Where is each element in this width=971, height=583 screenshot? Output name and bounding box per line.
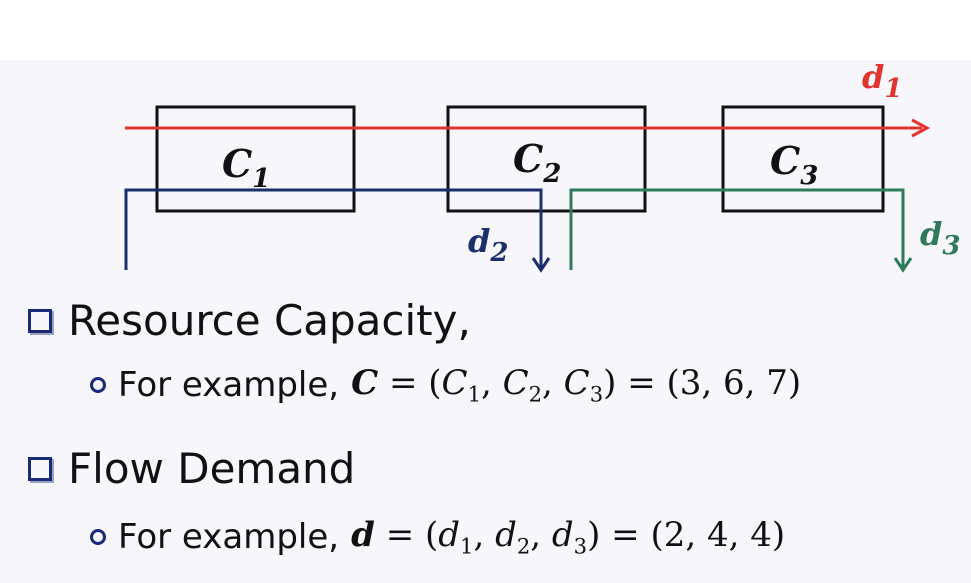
- flow-d3-arrowhead: [893, 257, 913, 273]
- circle-bullet-icon: [90, 528, 106, 545]
- square-bullet-icon: [28, 308, 52, 333]
- flow-label-d3: d3: [920, 215, 960, 261]
- example-prefix: For example,: [118, 364, 340, 405]
- capacity-box-c3: [721, 105, 885, 213]
- flow-d3-path: [569, 188, 905, 270]
- network-diagram: C1 C2 C3 d1 d2 d3: [124, 58, 960, 273]
- bullet-heading: Flow Demand: [68, 444, 356, 493]
- flow-label-d2: d2: [468, 222, 508, 268]
- bullet-flow-demand: Flow Demand: [28, 444, 355, 493]
- flow-d2-arrowhead: [531, 257, 551, 273]
- capacity-label-c1: C1: [222, 141, 270, 194]
- flow-d2-path: [124, 188, 543, 270]
- square-bullet-icon: [28, 456, 52, 481]
- sub-bullet-demand-example: For example, d = (d1, d2, d3) = (2, 4, 4…: [90, 515, 785, 558]
- flow-d1-arrowhead: [911, 118, 931, 138]
- flow-label-d1: d1: [862, 58, 902, 104]
- sub-bullet-capacity-example: For example, C = (C1, C2, C3) = (3, 6, 7…: [90, 363, 801, 406]
- capacity-equation: C = (C1, C2, C3) = (3, 6, 7): [351, 363, 802, 407]
- demand-equation: d = (d1, d2, d3) = (2, 4, 4): [351, 515, 786, 559]
- bullet-heading: Resource Capacity,: [68, 296, 471, 345]
- circle-bullet-icon: [90, 376, 106, 393]
- example-prefix: For example,: [118, 516, 340, 557]
- top-band: [0, 0, 971, 60]
- bullet-resource-capacity: Resource Capacity,: [28, 296, 471, 345]
- capacity-box-c2: [446, 105, 647, 213]
- capacity-label-c2: C2: [513, 136, 561, 189]
- capacity-label-c3: C3: [770, 138, 818, 191]
- capacity-box-c1: [155, 105, 356, 213]
